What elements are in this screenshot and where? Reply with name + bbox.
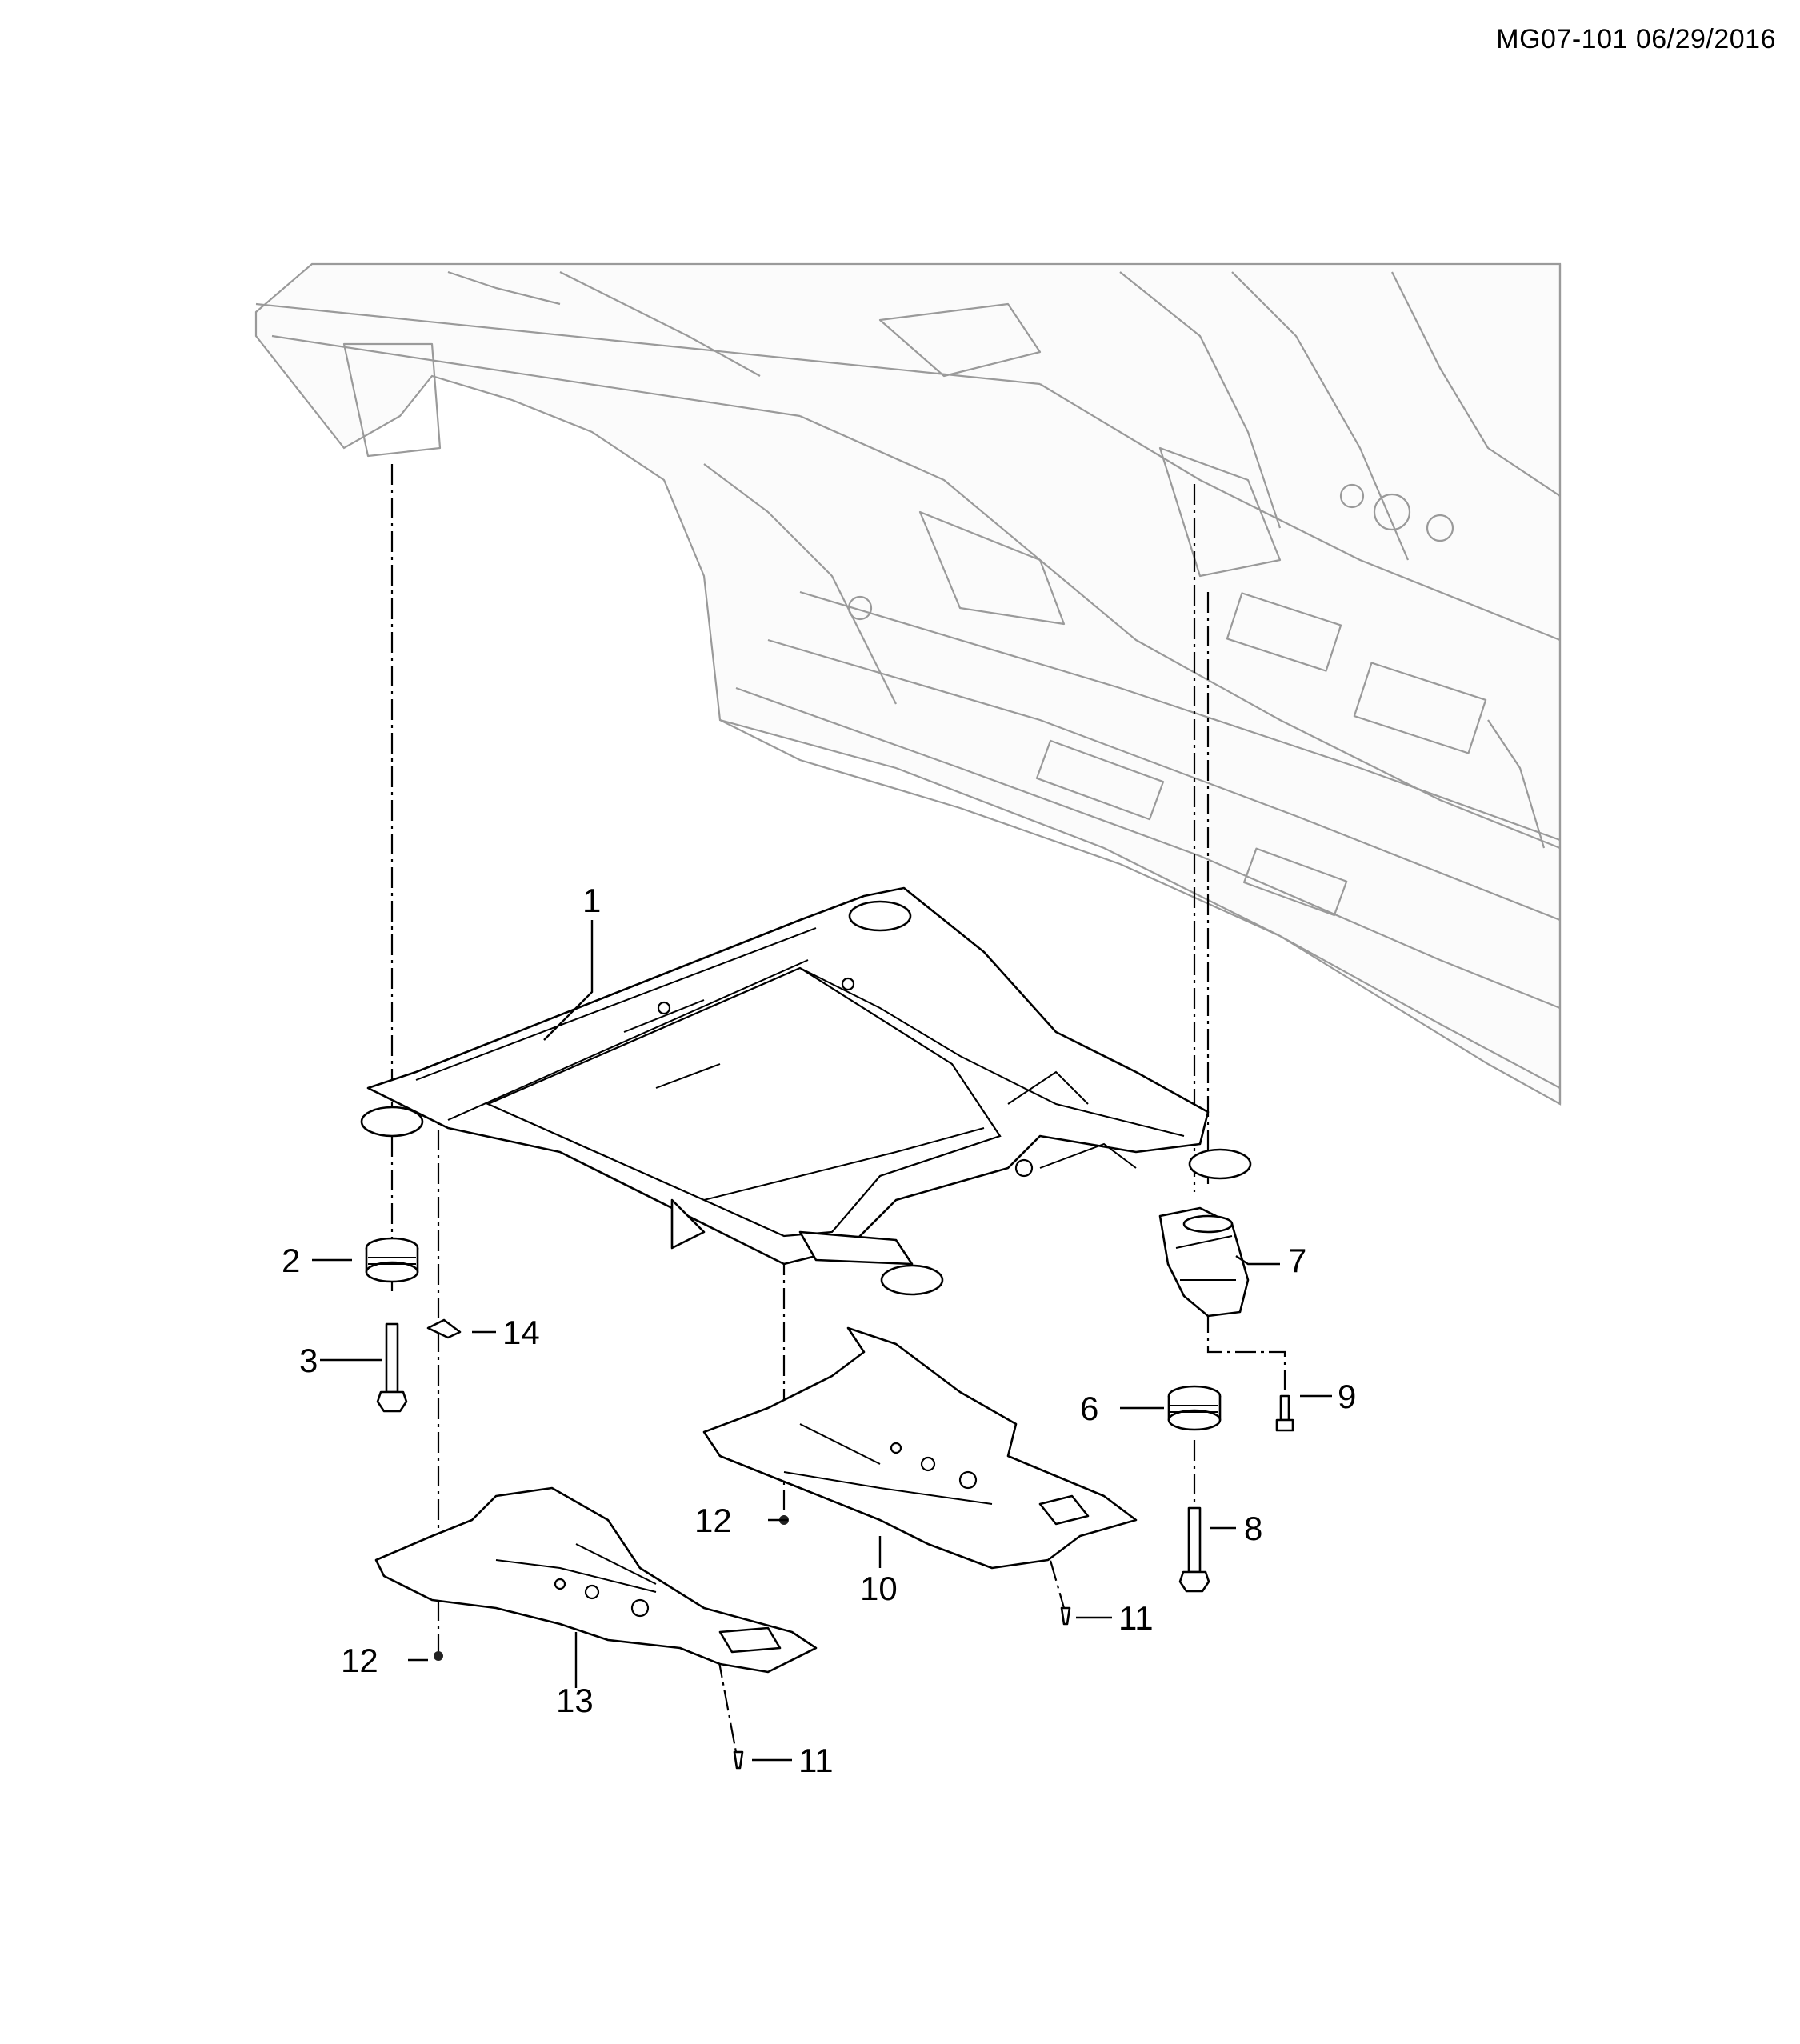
vehicle-underbody bbox=[254, 262, 1562, 1106]
splash-shield-right bbox=[702, 1326, 1138, 1626]
diagram-reference: MG07-101 06/29/2016 bbox=[1496, 24, 1776, 54]
callout-12-right: 12 bbox=[694, 1502, 732, 1539]
mount-bracket bbox=[1158, 1206, 1250, 1318]
mount-bushing-right bbox=[1167, 1385, 1222, 1431]
clip bbox=[426, 1318, 462, 1339]
callouts: 1 2 3 14 7 6 9 8 10 12 11 12 13 11 bbox=[282, 882, 1356, 1779]
mount-bolt-right bbox=[1178, 1506, 1210, 1593]
leader-lines bbox=[312, 920, 1332, 1762]
splash-shield-left bbox=[374, 1486, 818, 1770]
callout-6: 6 bbox=[1080, 1390, 1098, 1427]
callout-11-left: 11 bbox=[798, 1742, 834, 1779]
callout-14: 14 bbox=[502, 1314, 540, 1351]
mount-bolt-left bbox=[376, 1322, 408, 1413]
callout-11-right: 11 bbox=[1118, 1599, 1154, 1637]
callout-2: 2 bbox=[282, 1242, 300, 1279]
mount-bushing-left bbox=[365, 1237, 419, 1283]
callout-10: 10 bbox=[860, 1570, 898, 1607]
bracket-bolt bbox=[1275, 1394, 1294, 1432]
crossmember-frame bbox=[360, 886, 1252, 1296]
callout-12-left: 12 bbox=[341, 1642, 378, 1679]
callout-1: 1 bbox=[582, 882, 601, 919]
callout-8: 8 bbox=[1244, 1510, 1262, 1547]
callout-13: 13 bbox=[556, 1682, 594, 1719]
callout-9: 9 bbox=[1338, 1378, 1356, 1415]
callout-7: 7 bbox=[1288, 1242, 1306, 1279]
callout-3: 3 bbox=[299, 1342, 318, 1379]
